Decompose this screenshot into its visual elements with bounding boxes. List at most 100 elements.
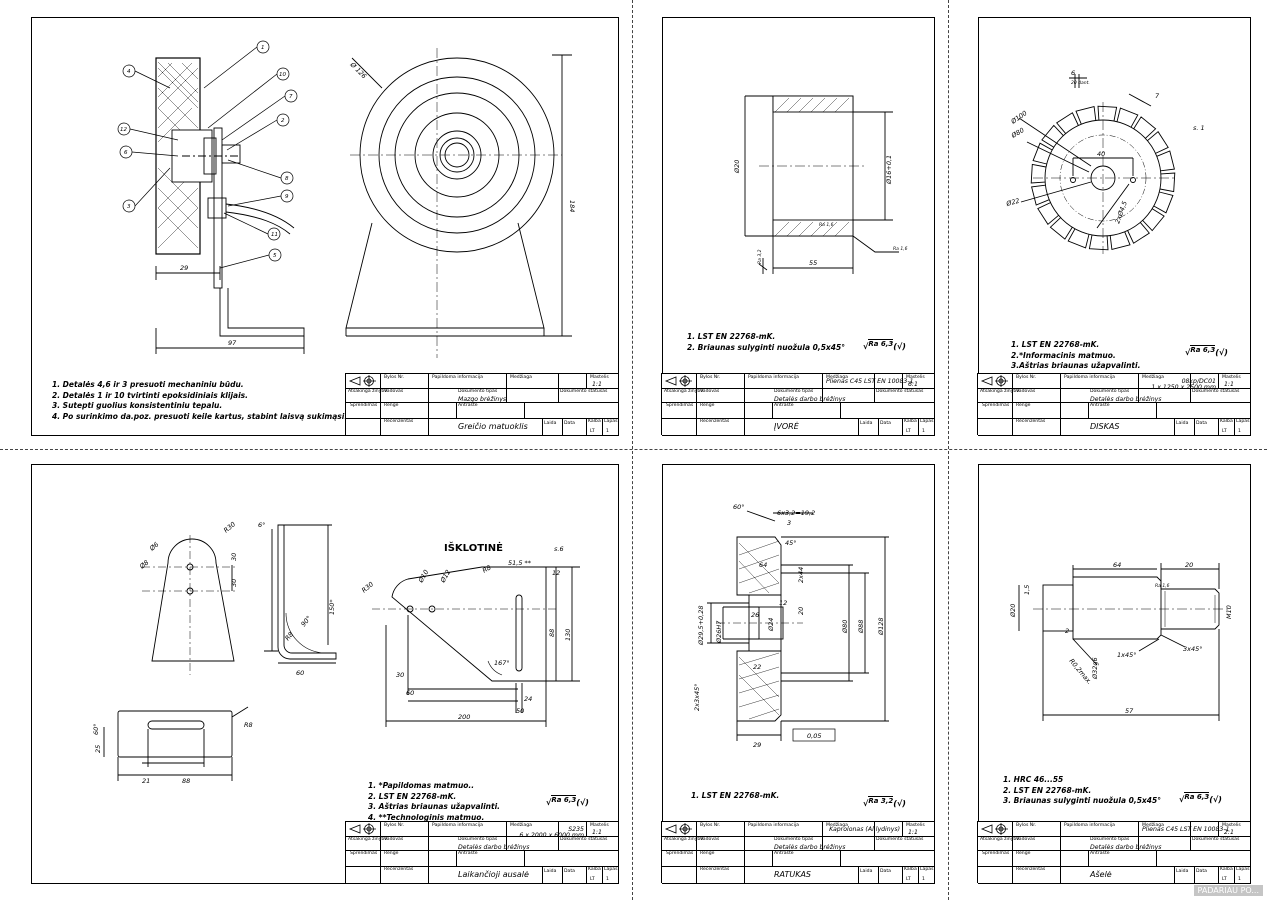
title-block-rule [380, 850, 381, 884]
technical-notes: 1. LST EN 22768-mK. 2.*Informacinis matm… [1011, 340, 1141, 370]
balloon-label: 4 [127, 69, 131, 75]
title-block-rule [542, 418, 543, 436]
balloon-label: 8 [285, 176, 289, 182]
dim-groove-angle: 45° [785, 539, 797, 547]
title-block-rule [586, 822, 587, 836]
title-block-rule [456, 850, 457, 866]
dim-hole-spacing: 40 [1097, 150, 1105, 158]
balloon-label: 2 [281, 118, 285, 124]
title-block-date-label: Data [564, 869, 575, 874]
dim-groove-depth: 3 [787, 519, 791, 527]
title-block-material: Plienas C45 LST EN 10083-1 [1142, 826, 1230, 833]
title-block-sheet-label: Lapas [1236, 419, 1250, 424]
bushing-drawing: Ø20 Ø16+0,1 55 Ra 1,6 Ra 1,6 Ra 3,2 [733, 95, 908, 274]
title-block-rule [1138, 374, 1139, 402]
title-block-rule [696, 402, 697, 436]
title-block-scale-label: Mastelis [1222, 823, 1241, 828]
title-block-head-label: Vadovas [700, 389, 720, 394]
title-block-language-label: Kalba [904, 867, 917, 872]
dim-flange: Ø88 [857, 620, 865, 634]
dim-height: 184 [568, 200, 576, 212]
title-block-status-label: Dokumento statusas [876, 389, 924, 394]
technical-notes: 1. Detalės 4,6 ir 3 presuoti mechaniniu … [52, 380, 348, 421]
title-block-rule [858, 866, 859, 884]
title-block-rule [1218, 866, 1219, 884]
title-block-heading-label: Antraštė [458, 851, 478, 856]
title-block-scale: 2:1 [1224, 829, 1234, 836]
cut-line-vertical-1 [632, 0, 633, 900]
roughness-end: Ra 1,6 [893, 246, 908, 252]
title-block-author-label: Rengė [384, 851, 399, 856]
title-block-rule [902, 822, 903, 836]
title-block-rule [1156, 850, 1157, 866]
title-block-doc-type: Detalės darbo brėžinys [774, 844, 846, 851]
balloon-label: 6 [124, 150, 128, 156]
title-block-status-label: Dokumento statusas [560, 389, 608, 394]
title-block-material-label: Medžiaga [826, 823, 848, 828]
title-block-rule [902, 374, 903, 388]
title-block-rule [1060, 822, 1061, 850]
dim-thread: M10 [1225, 605, 1233, 619]
dim-bend-angle: 90° [299, 614, 313, 628]
projection-symbol-icon [348, 823, 376, 835]
title-block-author-label: Rengė [700, 851, 715, 856]
roughness-face: Ra 3,2 [757, 249, 763, 264]
title-block-rule [840, 850, 841, 866]
dim-slot-width: 12 [552, 569, 560, 577]
axle-drawing: 64 20 Ø20 1,5 2 R0,2max. Ø32g6 1x45° 3x4… [1009, 561, 1233, 721]
dim-slot-length: 88 [548, 629, 556, 637]
title-block-status-label: Dokumento statusas [1192, 837, 1240, 842]
dim-width: 29 [180, 264, 188, 272]
title-block-rule [1060, 374, 1061, 402]
title-block-rule [1194, 866, 1195, 884]
dim-unfold-24: 24 [524, 695, 532, 703]
title-block-rule [1156, 402, 1157, 418]
dim-bottom-radius: R8 [244, 721, 253, 729]
dim-unfold-length: 200 [458, 713, 470, 721]
title-block-status-label: Dokumento statusas [876, 837, 924, 842]
dim-bend-radius: R8 [283, 631, 295, 643]
title-block-date-label: Data [1196, 869, 1207, 874]
balloon-label: 3 [127, 204, 131, 210]
title-block-dept-label: Atsakinga žinybė [980, 389, 1020, 394]
title-block-rule [456, 402, 457, 418]
dim-unfold-hole-2: Ø12 [438, 568, 452, 584]
projection-symbol-icon [664, 375, 692, 387]
drawing-sheet-wheel: 60° 6x3,2=19,2 3 45° 64 2x44 Ø29,5+0,28 … [661, 464, 935, 884]
dim-length: 55 [809, 259, 817, 267]
dim-hole-spacing-1: 30 [230, 553, 238, 561]
title-block-rule [874, 374, 875, 402]
dim-shoulder: 2 [1065, 627, 1069, 635]
title-block-language: LT [1222, 877, 1227, 882]
title-block-rule [428, 822, 429, 850]
title-block-decision-label: Sprendimas [982, 851, 1010, 856]
title-block-dept-label: Atsakinga žinybė [664, 837, 704, 842]
title-block-info-label: Papildoma informacija [432, 823, 483, 828]
title-block-doc-type: Detalės darbo brėžinys [458, 844, 530, 851]
dim-chamfer-angle: 60° [733, 503, 745, 511]
title-block-scale: 1:1 [908, 829, 918, 836]
title-block-info-label: Papildoma informacija [432, 375, 483, 380]
title-block-rule [878, 866, 879, 884]
title-block-language: LT [590, 429, 595, 434]
dim-front-diameter: Ø 126 [348, 60, 368, 80]
title-block-scale-label: Mastelis [590, 823, 609, 828]
title-block-decision-label: Sprendimas [350, 851, 378, 856]
title-block-rule [346, 850, 619, 851]
title-block-heading-label: Antraštė [458, 403, 478, 408]
title-block-rule [978, 388, 1251, 389]
dim-head-width: 1,5 [1023, 585, 1031, 595]
dim-unfold-height: 130 [564, 629, 572, 641]
title-block-rule [1234, 866, 1235, 884]
dim-shaft-length: 64 [1113, 561, 1121, 569]
title-block-rule [346, 418, 619, 419]
title-block-language-label: Kalba [1220, 419, 1233, 424]
dim-outer-diameter: Ø100 [1009, 109, 1029, 126]
technical-notes: 1. HRC 46...55 2. LST EN 22768-mK. 3. Br… [1003, 775, 1161, 805]
dim-unfold-60: 60 [406, 689, 414, 697]
title-block-rule [586, 866, 587, 884]
title-block-material-label: Medžiaga [510, 823, 532, 828]
bracket-drawing: R30 Ø6 Ø8 30 30 6° 150* 90° R8 60 Ø10 Ø1… [92, 520, 580, 785]
